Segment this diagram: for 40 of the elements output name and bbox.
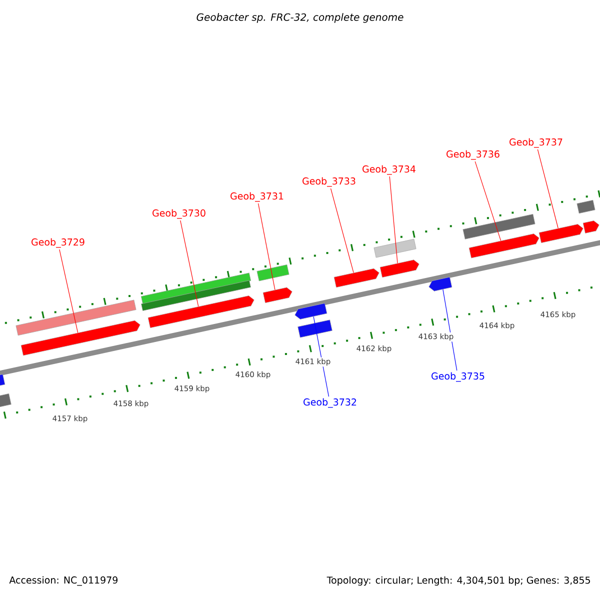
- feature-bar: [0, 393, 12, 410]
- leader-line: [537, 149, 558, 229]
- footer-text: Topology: circular; Length: 4,304,501 bp; Genes: 3,855: [326, 576, 590, 586]
- feature-bar: [576, 200, 596, 214]
- feature-bar: [374, 238, 416, 258]
- gene-feature: [334, 268, 380, 288]
- gene-feature: [0, 374, 6, 388]
- gene-feature: [538, 224, 584, 244]
- gene-feature: [468, 233, 540, 258]
- gene-feature: [582, 220, 600, 234]
- leader-line: [313, 316, 330, 397]
- feature-bar: [298, 320, 332, 338]
- gene-label: Geob_3736: [446, 150, 500, 160]
- leader-line: [258, 203, 276, 290]
- feature-bar: [141, 280, 251, 311]
- gene-feature: [294, 303, 328, 320]
- gene-label: Geob_3732: [304, 398, 356, 408]
- gene-feature: [428, 276, 452, 292]
- leader-line: [474, 161, 502, 241]
- gene-feature: [262, 287, 292, 304]
- gene-label: Geob_3735: [432, 372, 484, 382]
- leader-line: [389, 176, 398, 264]
- leader-line: [59, 249, 78, 333]
- gene-label: Geob_3733: [302, 177, 356, 187]
- gene-feature: [20, 320, 140, 356]
- feature-bar: [256, 264, 290, 282]
- feature-bar: [462, 214, 536, 240]
- footer-text: Accession: NC_011979: [9, 576, 118, 586]
- gene-label: Geob_3737: [510, 138, 562, 148]
- leader-line: [442, 289, 458, 371]
- feature-bar: [16, 300, 136, 336]
- leader-line: [180, 220, 199, 307]
- gene-feature: [148, 295, 254, 328]
- gene-feature: [380, 259, 420, 278]
- gene-label: Geob_3729: [32, 238, 84, 248]
- title: Geobacter sp. FRC-32, complete genome: [196, 13, 404, 23]
- gene-label: Geob_3734: [362, 165, 416, 175]
- gene-label: Geob_3731: [230, 192, 284, 202]
- leader-line: [330, 188, 354, 274]
- gene-label: Geob_3730: [152, 209, 206, 219]
